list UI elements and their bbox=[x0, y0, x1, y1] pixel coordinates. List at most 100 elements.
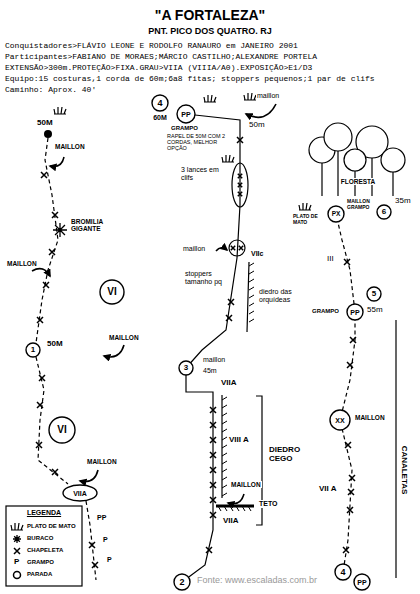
bolt-mark bbox=[37, 317, 43, 323]
station-circle: VI bbox=[49, 417, 75, 443]
route-label: CANALETAS bbox=[400, 445, 409, 496]
route-label: P bbox=[102, 536, 109, 544]
bolt-mark bbox=[36, 442, 42, 448]
roof-hatch bbox=[218, 506, 221, 511]
route-connector bbox=[186, 375, 213, 577]
maillon-arrow bbox=[104, 345, 124, 357]
ladder-tick bbox=[249, 279, 254, 282]
tree-trunk bbox=[337, 151, 338, 196]
station-text: 1 bbox=[31, 346, 35, 354]
route-label: 55m bbox=[366, 306, 384, 315]
station-text: 4 bbox=[340, 568, 345, 577]
roof-hatch bbox=[236, 506, 239, 511]
route-label: VIII A bbox=[228, 436, 250, 445]
route-label: III bbox=[326, 255, 335, 264]
route-connector bbox=[191, 115, 240, 363]
dihedral-line bbox=[247, 262, 249, 332]
station-circle: 6 bbox=[377, 205, 391, 219]
ladder-tick bbox=[222, 485, 227, 488]
route-label: FLORESTA bbox=[340, 178, 377, 185]
route-label: diedro das orquídeas bbox=[258, 288, 304, 303]
gully-line bbox=[395, 320, 396, 578]
station-circle: 4 bbox=[335, 564, 351, 580]
legend-text: BURACO bbox=[26, 535, 54, 542]
legend-text: PLATO DE MATO bbox=[26, 523, 77, 530]
station-circle: PP bbox=[347, 304, 363, 320]
route-connector bbox=[342, 320, 355, 410]
bolt-mark bbox=[43, 282, 49, 288]
station-circle: 4 bbox=[152, 95, 168, 111]
tree-canopy bbox=[344, 149, 366, 171]
route-label: P bbox=[106, 556, 113, 564]
station-circle: PP bbox=[177, 105, 195, 123]
bolt-mark bbox=[92, 562, 98, 568]
roof-hatch bbox=[230, 506, 233, 511]
route-label: 50m bbox=[248, 121, 266, 130]
bolt-mark bbox=[239, 246, 243, 250]
station-text: 3 bbox=[184, 364, 188, 372]
bolt-mark bbox=[52, 212, 58, 218]
route-label: DIEDRO CEGO bbox=[268, 446, 310, 464]
station-circle: PX bbox=[328, 206, 344, 222]
route-label: MAILLON GRAMPO bbox=[346, 199, 374, 210]
roof-hatch bbox=[248, 506, 251, 511]
route-label: MAILLON bbox=[354, 414, 386, 421]
grass-icon bbox=[299, 203, 311, 210]
legend-text: GRAMPO bbox=[26, 559, 55, 566]
bromelia-icon bbox=[13, 535, 21, 543]
route-label: VIIc bbox=[250, 250, 264, 258]
station-text: PP bbox=[181, 111, 190, 118]
route-label: VII A bbox=[318, 485, 337, 494]
grass-icon bbox=[204, 95, 216, 102]
station-text: VIIA bbox=[73, 490, 87, 497]
station-circle: 1 bbox=[26, 343, 40, 357]
bromelia-icon bbox=[53, 223, 67, 237]
route-label: TETO bbox=[258, 500, 279, 508]
station-circle: PP bbox=[354, 574, 370, 590]
station-text: VI bbox=[107, 287, 116, 297]
route-label: PLATO DE MATO bbox=[292, 214, 320, 225]
route-label: maillon bbox=[182, 245, 206, 253]
station-text: PX bbox=[332, 211, 341, 218]
ladder-tick bbox=[222, 445, 227, 448]
route-label: maillon bbox=[256, 92, 280, 100]
maillon-arrow bbox=[246, 104, 276, 117]
route-connector bbox=[342, 430, 352, 564]
route-label: 45m bbox=[202, 367, 218, 375]
ladder-tick bbox=[249, 319, 254, 322]
ladder-tick bbox=[249, 311, 254, 314]
route-connector bbox=[338, 222, 354, 304]
route-label: PP bbox=[96, 514, 107, 522]
ladder-tick bbox=[249, 295, 254, 298]
route-label: MAILLON bbox=[230, 481, 262, 488]
ladder-tick bbox=[222, 405, 227, 408]
bolt-mark bbox=[89, 542, 95, 548]
route-label: LEGENDA bbox=[26, 509, 62, 517]
route-label: MAILLON bbox=[86, 458, 118, 465]
route-label: MAILLON bbox=[108, 334, 140, 341]
maillon-arrow bbox=[32, 269, 50, 276]
route-label: Equipo:15 costuras,1 corda de 60m;6a8 fi… bbox=[4, 75, 376, 84]
route-label: Participantes>FABIANO DE MORAES;MÁRCIO C… bbox=[4, 53, 318, 62]
route-label: GRAMPO bbox=[170, 125, 199, 132]
route-label: 3 lances em clifs bbox=[180, 166, 226, 181]
bolt-mark bbox=[49, 249, 55, 255]
route-label: P bbox=[13, 558, 20, 567]
ladder-tick bbox=[222, 453, 227, 456]
ladder-tick bbox=[222, 421, 227, 424]
bolt-mark bbox=[39, 375, 45, 381]
station-text: 6 bbox=[382, 208, 386, 216]
maillon-arrow bbox=[80, 470, 98, 482]
route-line bbox=[36, 138, 58, 343]
bolt-mark bbox=[41, 172, 47, 178]
route-label: maillon bbox=[202, 356, 226, 364]
station-circle: 2 bbox=[174, 574, 190, 590]
station-circle: XX bbox=[330, 410, 350, 430]
roof-hatch bbox=[242, 506, 245, 511]
route-label: Caminho: Aprox. 40' bbox=[4, 86, 97, 95]
route-label: 50M bbox=[46, 340, 64, 349]
grass-icon bbox=[54, 107, 66, 114]
ladder-tick bbox=[249, 287, 254, 290]
ladder-tick bbox=[249, 263, 254, 266]
route-label: VIIA bbox=[220, 379, 238, 388]
